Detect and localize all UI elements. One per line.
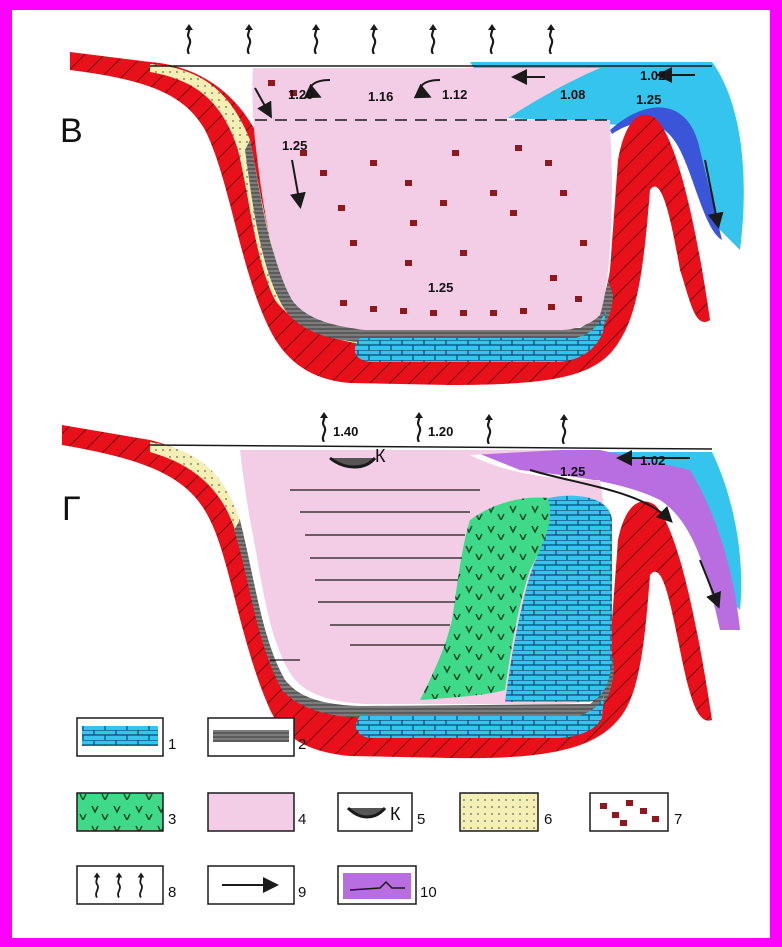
top-value-6: 1.25	[636, 92, 661, 107]
bottom-k-label: К	[375, 446, 386, 466]
legend-number-1: 1	[168, 736, 176, 753]
legend-item-3: 3	[77, 793, 176, 831]
legend-number-10: 10	[420, 884, 437, 901]
legend-number-6: 6	[544, 811, 552, 828]
legend-k-text: К	[390, 804, 401, 824]
section-bottom-basin: Г 1.40 1.20 1.02 1.25 К	[62, 412, 741, 758]
bottom-value-4: 1.25	[560, 464, 585, 479]
legend-item-5: К 5	[338, 793, 425, 831]
legend-item-7: 7	[590, 793, 682, 831]
legend-item-10: 10	[338, 866, 437, 904]
top-value-2: 1.16	[368, 89, 393, 104]
legend-number-3: 3	[168, 811, 176, 828]
section-top-basin: В 1.20 1.16 1.12 1.08 1.02 1.25 1.25 1.2…	[60, 24, 744, 385]
top-value-4: 1.08	[560, 87, 585, 102]
top-value-1: 1.20	[288, 87, 313, 102]
legend-number-5: 5	[417, 811, 425, 828]
top-value-5: 1.02	[640, 68, 665, 83]
legend-item-9: 9	[208, 866, 306, 904]
bottom-value-2: 1.20	[428, 424, 453, 439]
legend-item-4: 4	[208, 793, 306, 831]
legend-item-1: 1	[77, 718, 176, 756]
legend-number-7: 7	[674, 811, 682, 828]
legend-number-9: 9	[298, 884, 306, 901]
legend-item-2: 2	[208, 718, 306, 756]
top-value-8: 1.25	[428, 280, 453, 295]
legend-number-2: 2	[298, 736, 306, 753]
top-vapor-arrows	[185, 24, 555, 54]
legend-number-8: 8	[168, 884, 176, 901]
bottom-value-3: 1.02	[640, 453, 665, 468]
section-label-bottom: Г	[62, 490, 80, 528]
legend-item-6: 6	[460, 793, 552, 831]
section-label-top: В	[60, 112, 83, 150]
top-value-7: 1.25	[282, 138, 307, 153]
legend-number-4: 4	[298, 811, 306, 828]
bottom-value-1: 1.40	[333, 424, 358, 439]
top-value-3: 1.12	[442, 87, 467, 102]
legend-item-8: 8	[77, 866, 176, 904]
